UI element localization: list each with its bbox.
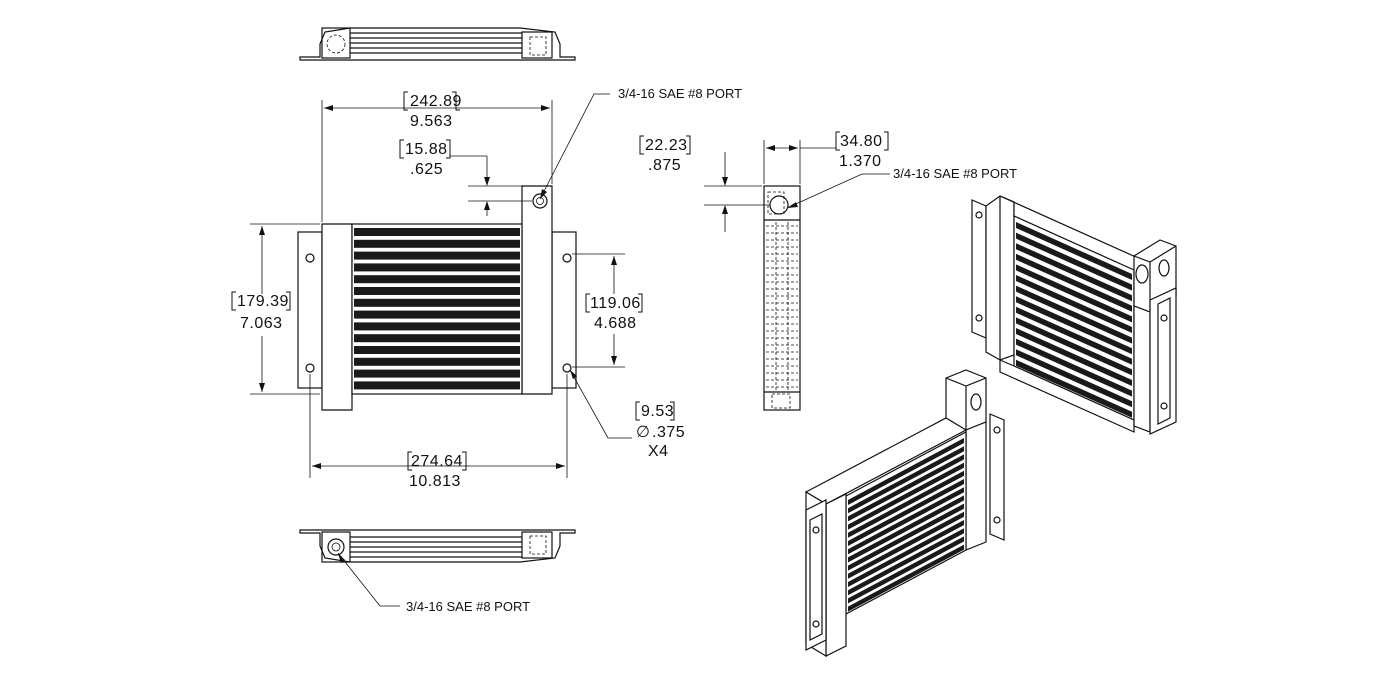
height-in-label: 7.063 bbox=[240, 315, 283, 332]
core-fin-row bbox=[354, 228, 520, 236]
mount-hole-icon bbox=[562, 363, 572, 373]
iso-fin bbox=[1016, 285, 1132, 344]
left-mount-bracket bbox=[297, 231, 323, 389]
right-end-tank bbox=[521, 185, 553, 395]
front-port-icon bbox=[532, 193, 548, 209]
iso-fin bbox=[848, 470, 964, 538]
iso-fin bbox=[1016, 338, 1132, 397]
iso-fin bbox=[1016, 264, 1132, 323]
top-view-hidden-port bbox=[529, 36, 547, 56]
bottom-view-hidden-port bbox=[529, 535, 547, 555]
core-fin-row bbox=[354, 298, 520, 307]
mount-v-in-label: 4.688 bbox=[594, 315, 637, 332]
bottom-view-tubes bbox=[350, 536, 522, 558]
iso-fin bbox=[848, 462, 964, 530]
side-depth-mm-label: 34.80 bbox=[840, 133, 883, 150]
port-offset-in-label: .625 bbox=[410, 161, 443, 178]
hole-mm-label: 9.53 bbox=[641, 403, 674, 420]
iso-fin bbox=[1016, 306, 1132, 365]
core-fin-row bbox=[354, 357, 520, 366]
mount-hole-icon bbox=[305, 363, 315, 373]
iso-fin bbox=[848, 487, 964, 555]
mount-v-mm-label: 119.06 bbox=[590, 295, 641, 312]
iso-fin bbox=[848, 495, 964, 563]
left-end-tank bbox=[321, 223, 353, 411]
bottom-port-icon bbox=[327, 538, 345, 556]
mount-hole-icon bbox=[305, 253, 315, 263]
bottom-view-right-block bbox=[521, 531, 553, 559]
core-frame bbox=[351, 223, 523, 395]
core-fin-row bbox=[354, 251, 520, 260]
bottom-view-outline bbox=[299, 529, 576, 563]
iso-fin bbox=[1016, 222, 1132, 280]
mount-h-mm-label: 274.64 bbox=[411, 453, 463, 470]
core-fin-row bbox=[354, 263, 520, 272]
core-fins bbox=[354, 228, 520, 390]
top-view-tubes bbox=[350, 32, 522, 54]
core-fin-row bbox=[354, 275, 520, 284]
top-view-port-block bbox=[321, 27, 351, 59]
iso-fin bbox=[848, 520, 964, 587]
iso-fin bbox=[1016, 232, 1132, 291]
core-fin-row bbox=[354, 381, 520, 390]
core-fin-row bbox=[354, 322, 520, 331]
width-mm-label: 242.89 bbox=[410, 93, 462, 110]
iso-fin bbox=[1016, 349, 1132, 408]
port-note-side: 3/4-16 SAE #8 PORT bbox=[893, 166, 1017, 181]
iso-fin bbox=[1016, 359, 1132, 418]
side-view: 22.23 .875 34.80 1.370 3/4-16 SAE #8 POR… bbox=[639, 131, 1017, 411]
side-hidden-port bbox=[767, 191, 785, 215]
iso-fin bbox=[1016, 317, 1132, 376]
iso-fin bbox=[848, 438, 964, 505]
top-port-hidden-icon bbox=[326, 34, 346, 54]
width-in-label: 9.563 bbox=[410, 113, 453, 130]
iso-fin bbox=[1016, 296, 1132, 355]
hole-qty-label: X4 bbox=[648, 443, 669, 460]
hole-diameter-symbol: ∅ bbox=[636, 424, 650, 441]
side-depth-in-label: 1.370 bbox=[839, 153, 882, 170]
side-port-icon bbox=[769, 195, 789, 215]
mount-h-in-label: 10.813 bbox=[409, 473, 461, 490]
core-fin-row bbox=[354, 310, 520, 319]
bottom-view-port-block bbox=[321, 531, 351, 563]
core-fin-row bbox=[354, 346, 520, 354]
port-offset-mm-label: 15.88 bbox=[405, 141, 448, 158]
top-view-outline bbox=[299, 27, 576, 61]
core-fin-row bbox=[354, 369, 520, 378]
port-note-bottom: 3/4-16 SAE #8 PORT bbox=[406, 599, 530, 614]
side-offset-in-label: .875 bbox=[648, 157, 681, 174]
iso-fin bbox=[848, 503, 964, 571]
iso-fin bbox=[848, 446, 964, 514]
iso-fin bbox=[848, 544, 964, 612]
iso-fin bbox=[848, 528, 964, 596]
mount-hole-icon bbox=[562, 253, 572, 263]
top-view bbox=[299, 27, 576, 61]
bottom-view: 3/4-16 SAE #8 PORT bbox=[299, 529, 576, 614]
port-note-top: 3/4-16 SAE #8 PORT bbox=[618, 86, 742, 101]
iso-fin bbox=[848, 511, 964, 579]
front-dims: 242.89 9.563 15.88 .625 179.39 7.063 bbox=[231, 86, 742, 490]
hole-in-label: .375 bbox=[652, 424, 685, 441]
iso-fin bbox=[1016, 275, 1132, 333]
top-view-right-block bbox=[521, 31, 553, 59]
isometric-view-front bbox=[804, 369, 1005, 658]
side-view-outline bbox=[763, 185, 801, 411]
isometric-view-rear bbox=[971, 195, 1177, 435]
core-fin-row bbox=[354, 239, 520, 248]
iso-fin bbox=[848, 536, 964, 604]
iso-fin bbox=[848, 454, 964, 522]
core-fin-row bbox=[354, 334, 520, 343]
iso-fin bbox=[1016, 253, 1132, 312]
side-offset-mm-label: 22.23 bbox=[645, 137, 688, 154]
iso-fin bbox=[1016, 243, 1132, 302]
iso-fin bbox=[1016, 328, 1132, 386]
front-view bbox=[297, 185, 577, 411]
core-fin-row bbox=[354, 287, 520, 295]
height-mm-label: 179.39 bbox=[237, 293, 289, 310]
side-core-fins bbox=[766, 222, 798, 390]
iso-fin bbox=[848, 479, 964, 546]
